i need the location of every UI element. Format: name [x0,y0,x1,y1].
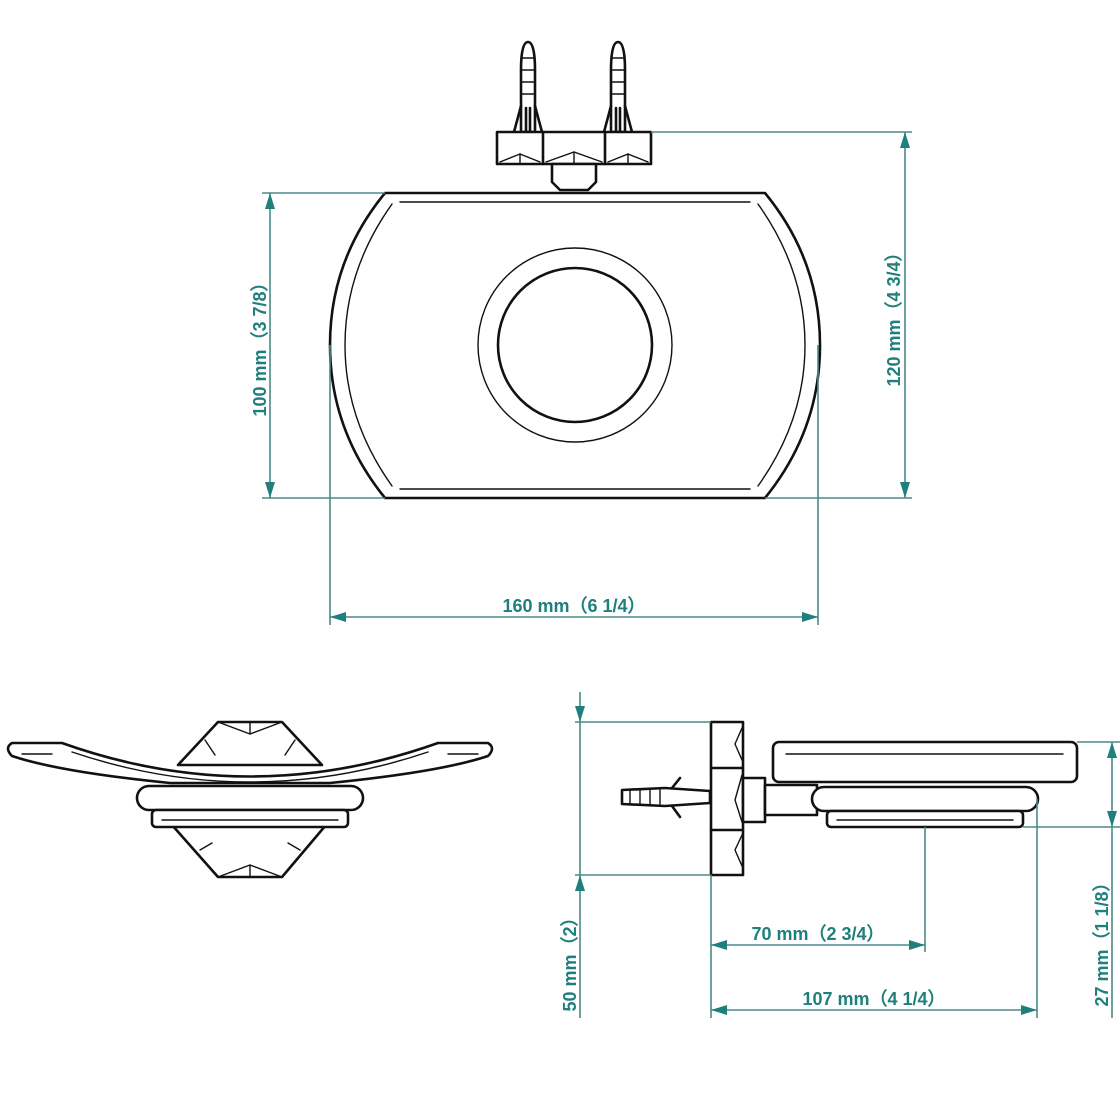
dimension-label: 160 mm（6 1/4） [502,596,645,616]
dimension-label: 100 mm（3 7/8） [250,273,270,416]
dimension-total-height-120mm: 120 mm（4 3/4） [651,131,912,499]
dimension-label: 120 mm（4 3/4） [884,243,904,386]
dimension-depth-70mm: 70 mm（2 3/4） [710,827,926,1018]
dimension-base-height-50mm: 50 mm（2） [560,692,711,1018]
dimension-dish-height-27mm: 27 mm（1 1/8） [1023,741,1120,1018]
wall-anchor-right [602,40,634,134]
dimension-height-100mm: 100 mm（3 7/8） [250,192,385,499]
dimension-width-160mm: 160 mm（6 1/4） [329,345,819,625]
dimension-label: 70 mm（2 3/4） [751,924,884,944]
dimension-total-depth-107mm: 107 mm（4 1/4） [711,799,1038,1018]
dimension-label: 50 mm（2） [560,908,580,1011]
mounting-plate [495,130,653,192]
front-view [6,720,494,879]
wall-anchor-left [512,40,544,134]
top-view: 100 mm（3 7/8） 120 mm（4 3/4） 160 mm（6 1/4… [250,40,912,625]
dimension-label: 107 mm（4 1/4） [802,989,945,1009]
dimension-label: 27 mm（1 1/8） [1092,873,1112,1006]
soap-dish-top [328,191,822,500]
side-view: 50 mm（2） 70 mm（2 3/4） 107 mm（4 1/4） 27 [560,692,1120,1018]
